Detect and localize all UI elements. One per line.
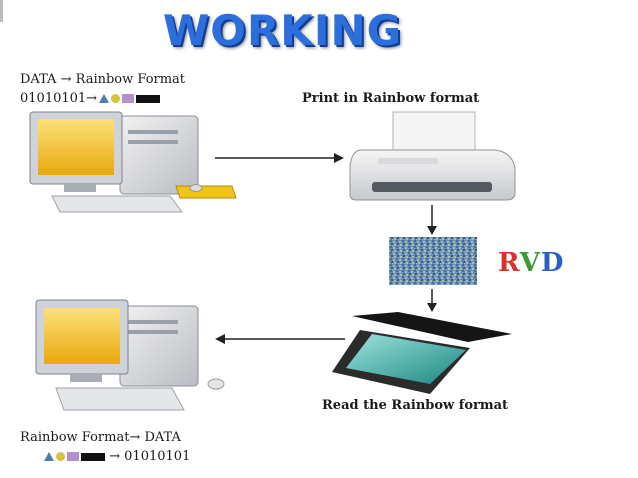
computer-icon-bottom	[35, 299, 225, 411]
rvd-pattern-image	[389, 237, 477, 285]
top-left-caption-line1: DATA → Rainbow Format	[20, 72, 186, 87]
square-icon	[67, 452, 79, 461]
square-icon	[122, 94, 135, 103]
rvd-letter-v: V	[519, 248, 541, 278]
top-left-caption-line2: 01010101→	[20, 91, 161, 106]
computer-icon-top	[29, 111, 237, 213]
rvd-letter-r: R	[498, 248, 520, 278]
circle-icon	[111, 94, 121, 103]
printer-caption: Print in Rainbow format	[302, 91, 480, 106]
bottom-left-caption-line2: → 01010101	[42, 449, 190, 464]
printer-icon	[349, 111, 516, 201]
rvd-label: RVD	[498, 248, 564, 278]
top-left-bits: 01010101→	[20, 91, 98, 106]
page-title: WORKING	[162, 6, 403, 55]
circle-icon	[56, 452, 65, 461]
black-bar-icon	[81, 452, 105, 461]
bottom-left-caption-line1: Rainbow Format→ DATA	[20, 430, 181, 445]
scanner-icon	[332, 312, 512, 394]
rvd-letter-d: D	[540, 248, 565, 278]
scanner-caption: Read the Rainbow format	[322, 398, 509, 413]
left-edge-marker	[0, 0, 3, 22]
black-bar-icon	[136, 94, 161, 103]
bottom-left-bits: → 01010101	[109, 449, 191, 464]
triangle-icon	[44, 452, 54, 461]
triangle-icon	[99, 94, 110, 103]
